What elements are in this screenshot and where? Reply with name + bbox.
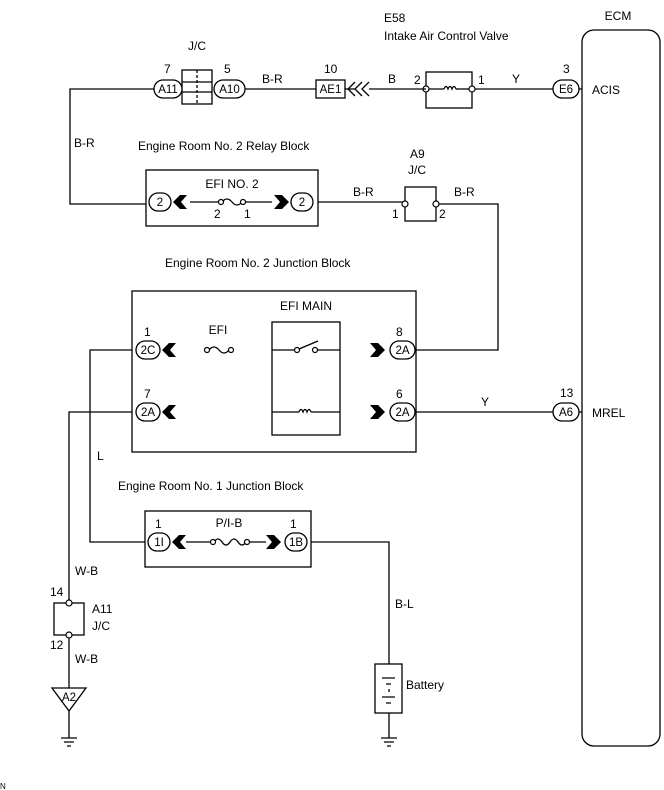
relay-left-arrow <box>173 195 187 209</box>
wire-y-top: Y <box>512 72 520 86</box>
connector-1b <box>284 532 308 552</box>
connector-e6-pin: 3 <box>563 62 570 76</box>
connector-1i <box>147 532 171 552</box>
wire-br-left: B-R <box>74 136 95 150</box>
relay-right-connector <box>290 192 314 212</box>
battery-icon <box>382 677 395 704</box>
connector-a10-label: A10 <box>219 84 239 96</box>
battery-label: Battery <box>406 678 444 692</box>
connector-2a-bottom-left <box>135 402 161 422</box>
a2-label: A2 <box>62 692 76 704</box>
jb2-2a-bl-pin: 7 <box>144 387 151 401</box>
relay-right-arrow <box>274 195 289 209</box>
connector-1b-label: 1B <box>289 537 303 549</box>
efi-main-coil <box>298 408 312 414</box>
jb2-title: Engine Room No. 2 Junction Block <box>165 256 351 270</box>
efi-fuse <box>208 346 230 354</box>
wire-y-mrel: Y <box>481 395 489 409</box>
connector-ae1 <box>315 79 346 99</box>
relay-left-connector <box>148 192 172 212</box>
jb2-relay-label: EFI MAIN <box>280 299 332 313</box>
efi-no2-pin-left: 2 <box>214 207 221 221</box>
connector-ae1-pin: 10 <box>324 62 338 76</box>
relay-block-box <box>145 169 319 227</box>
e58-pin2-label: 2 <box>414 73 421 87</box>
connector-2a-bottom-left-label: 2A <box>141 407 155 419</box>
relay-block-fuse-label: EFI NO. 2 <box>205 177 259 191</box>
e58-name: Intake Air Control Valve <box>384 29 509 43</box>
efi-no2-pin-right: 1 <box>244 207 251 221</box>
connector-2a-top-right-label: 2A <box>395 345 409 357</box>
connector-a10 <box>213 79 246 99</box>
jc-top-title: J/C <box>188 39 206 53</box>
jb1-fuse-label: P/I-B <box>216 516 243 530</box>
a11-bottom-box <box>53 602 85 636</box>
corner-mark: N <box>0 782 6 790</box>
connector-e6-label: E6 <box>559 84 573 96</box>
jc-top-pin5: 5 <box>224 62 231 76</box>
e58-pin1-dot <box>468 85 476 93</box>
connector-2c-label: 2C <box>141 345 156 357</box>
connector-a11-top <box>153 79 183 99</box>
e58-id: E58 <box>384 11 406 25</box>
connector-a11-top-label: A11 <box>158 84 178 96</box>
connector-1i-label: 1I <box>154 537 164 549</box>
ae1-chevrons <box>347 81 370 97</box>
wire-l: L <box>97 449 104 463</box>
wire-wb-1: W-B <box>75 564 98 578</box>
a11-bottom-name: J/C <box>92 619 110 633</box>
relay-right-connector-label: 2 <box>299 197 305 209</box>
ecm-acis-label: ACIS <box>592 83 620 97</box>
a11-bottom-id: A11 <box>92 602 113 616</box>
connector-e6 <box>552 79 580 99</box>
jc-top-pin7: 7 <box>164 62 171 76</box>
connector-2a-top-right <box>389 340 416 360</box>
jb2-2a-br-pin: 6 <box>396 387 403 401</box>
pib-fusible-link <box>213 538 247 546</box>
e58-valve-box <box>425 71 473 109</box>
e58-pin1-label: 1 <box>478 73 485 87</box>
a11-pin14: 14 <box>50 585 64 599</box>
a9-pin1: 1 <box>392 207 399 221</box>
a9-box <box>404 186 437 222</box>
ecm-mrel-label: MREL <box>592 406 626 420</box>
jb1-1b-pin: 1 <box>290 517 297 531</box>
jb2-2c-pin: 1 <box>144 325 151 339</box>
jb1-1i-pin: 1 <box>155 517 162 531</box>
wire-bl: B-L <box>395 597 414 611</box>
connector-a6 <box>552 402 580 422</box>
efi-main-relay-box <box>271 321 341 436</box>
wire-b: B <box>388 72 396 86</box>
a11-pin12: 12 <box>50 638 64 652</box>
connector-ae1-label: AE1 <box>320 84 342 96</box>
jb2-2a-tr-pin: 8 <box>396 325 403 339</box>
jb1-title: Engine Room No. 1 Junction Block <box>118 479 304 493</box>
connector-a6-label: A6 <box>559 407 573 419</box>
a9-id: A9 <box>410 147 425 161</box>
ground-icon-right <box>381 737 397 747</box>
wire-br-top: B-R <box>262 72 283 86</box>
ecm-title: ECM <box>605 9 632 23</box>
ground-icon-left <box>61 737 77 747</box>
connector-2a-bottom-right <box>389 402 416 422</box>
relay-left-connector-label: 2 <box>157 197 163 209</box>
wire-br-a9-in: B-R <box>353 185 374 199</box>
relay-block-title: Engine Room No. 2 Relay Block <box>138 139 310 153</box>
jb2-efi-fuse-label: EFI <box>209 323 228 337</box>
jb1-box <box>144 510 312 568</box>
a9-name: J/C <box>408 163 426 177</box>
connector-a6-pin: 13 <box>560 386 574 400</box>
connector-2a-bottom-right-label: 2A <box>395 407 409 419</box>
efi-main-switch <box>298 340 319 350</box>
battery-box <box>374 663 403 714</box>
connector-2c <box>135 340 161 360</box>
ecm-box <box>581 29 661 747</box>
e58-coil-loops <box>443 85 457 91</box>
wire-br-a9-out: B-R <box>454 185 475 199</box>
wire-wb-2: W-B <box>75 652 98 666</box>
a2-ground-connector <box>50 687 88 713</box>
a9-pin2: 2 <box>439 207 446 221</box>
